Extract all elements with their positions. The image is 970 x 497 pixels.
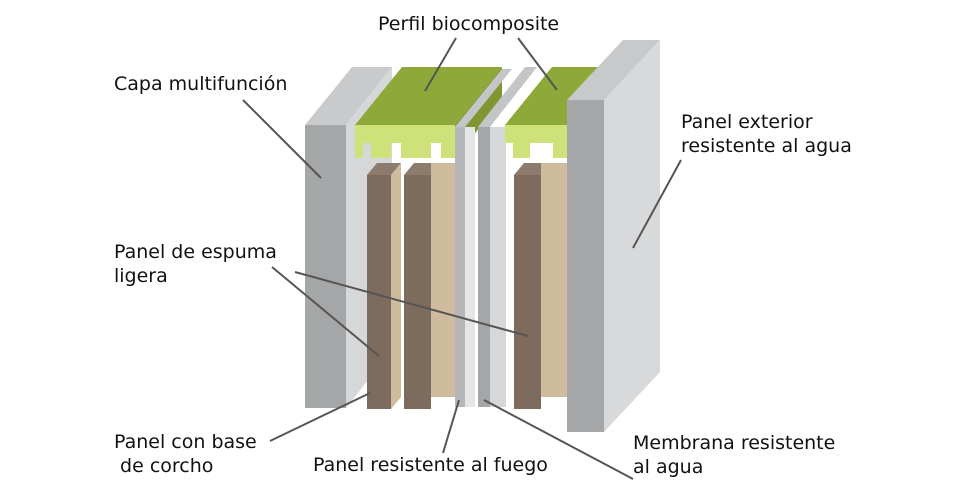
label-cork-panel-line1: Panel con base [114, 431, 257, 453]
cork-panel-2-front [404, 175, 431, 409]
left-profile-top [355, 67, 502, 125]
right-profile [505, 67, 608, 158]
leader-lines [242, 37, 682, 480]
fire-panel-front [455, 127, 465, 407]
membrane-top [478, 67, 537, 127]
leader-profile-left [424, 37, 457, 92]
foam-panel-2 [541, 163, 567, 397]
cork-panel-1 [367, 163, 401, 409]
fire-resistant-panels [455, 69, 512, 407]
leader-profile-right [517, 37, 558, 91]
label-cork-panel-line2: de corcho [114, 455, 214, 477]
right-profile-front [505, 125, 568, 158]
leader-foam-2 [294, 271, 529, 337]
label-exterior-panel-line1: Panel exterior [681, 111, 813, 133]
cork-panel-1-top [367, 163, 401, 175]
exterior-panel [567, 40, 660, 432]
fire-panel-top [455, 69, 512, 127]
multifunction-layer-top [305, 67, 392, 125]
membrane [478, 67, 537, 407]
label-biocomposite-profile: Perfil biocomposite [378, 13, 560, 35]
exterior-panel-top [567, 40, 660, 100]
membrane-front [478, 127, 490, 407]
fire-panel-gap [465, 127, 475, 407]
leader-foam-1 [271, 266, 380, 357]
right-profile-top [505, 67, 608, 125]
exterior-panel-front [567, 100, 604, 432]
leader-multifunction [242, 99, 322, 179]
cork-panel-2 [404, 163, 455, 409]
label-fire-resistant-panel: Panel resistente al fuego [313, 454, 548, 476]
leader-fire [442, 399, 460, 454]
label-membrane-line2: al agua [633, 456, 704, 478]
leader-exterior [632, 159, 682, 249]
label-multifunction-layer: Capa multifunción [114, 73, 288, 95]
cork-panel-1-side [391, 163, 401, 409]
label-foam-panel-line1: Panel de espuma [114, 241, 277, 263]
leader-membrane [483, 399, 634, 480]
label-membrane-line1: Membrana resistente [633, 432, 836, 454]
cork-panel-3 [514, 163, 567, 409]
label-exterior-panel-line2: resistente al agua [681, 135, 852, 157]
exterior-panel-side [604, 40, 660, 432]
cork-panel-3-front [514, 175, 541, 409]
label-foam-panel-line2: ligera [114, 265, 168, 287]
leader-cork [269, 392, 371, 442]
left-profile-front [355, 125, 455, 158]
membrane-side [490, 127, 506, 407]
foam-panel-1 [431, 163, 455, 397]
multifunction-layer-front [305, 125, 346, 408]
